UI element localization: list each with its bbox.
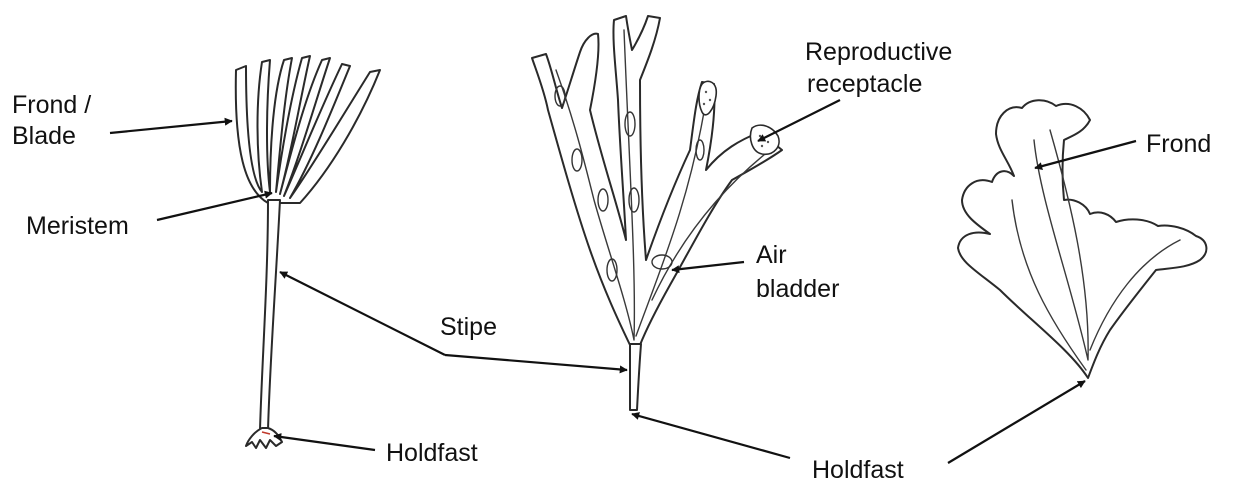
kelp-holdfast bbox=[246, 428, 282, 448]
label-stipe: Stipe bbox=[440, 312, 497, 343]
kelp-stipe bbox=[260, 200, 280, 430]
label-air-bladder: Air bladder bbox=[756, 238, 839, 306]
wrack-plant bbox=[532, 16, 782, 410]
reproductive-receptacle bbox=[750, 125, 779, 154]
label-meristem: Meristem bbox=[26, 211, 129, 242]
arrow-holdfast-left bbox=[274, 436, 375, 450]
kelp-frond bbox=[236, 56, 380, 203]
label-frond-blade-line1: Frond / bbox=[12, 90, 91, 121]
label-reproductive-receptacle: Reproductive receptacle bbox=[805, 36, 952, 100]
arrow-stipe-right bbox=[445, 355, 627, 370]
label-frond-blade: Frond / Blade bbox=[12, 90, 91, 152]
arrow-reproductive bbox=[758, 100, 840, 141]
label-frond: Frond bbox=[1146, 129, 1211, 160]
label-reproductive-line1: Reproductive bbox=[805, 36, 952, 68]
wrack-stipe bbox=[630, 344, 641, 410]
arrow-holdfast-mid bbox=[632, 414, 790, 458]
label-holdfast-right: Holdfast bbox=[812, 455, 904, 486]
label-air-line1: Air bbox=[756, 238, 839, 272]
label-reproductive-line2: receptacle bbox=[805, 68, 952, 100]
label-holdfast-left: Holdfast bbox=[386, 438, 478, 469]
kelp-plant bbox=[236, 56, 380, 448]
arrow-meristem bbox=[157, 193, 272, 220]
arrow-stipe-left bbox=[280, 272, 445, 355]
arrow-holdfast-right bbox=[948, 381, 1085, 463]
label-air-line2: bladder bbox=[756, 272, 839, 306]
arrow-frond-blade bbox=[110, 121, 232, 133]
label-frond-blade-line2: Blade bbox=[12, 121, 91, 152]
wrack-thallus bbox=[532, 16, 782, 345]
